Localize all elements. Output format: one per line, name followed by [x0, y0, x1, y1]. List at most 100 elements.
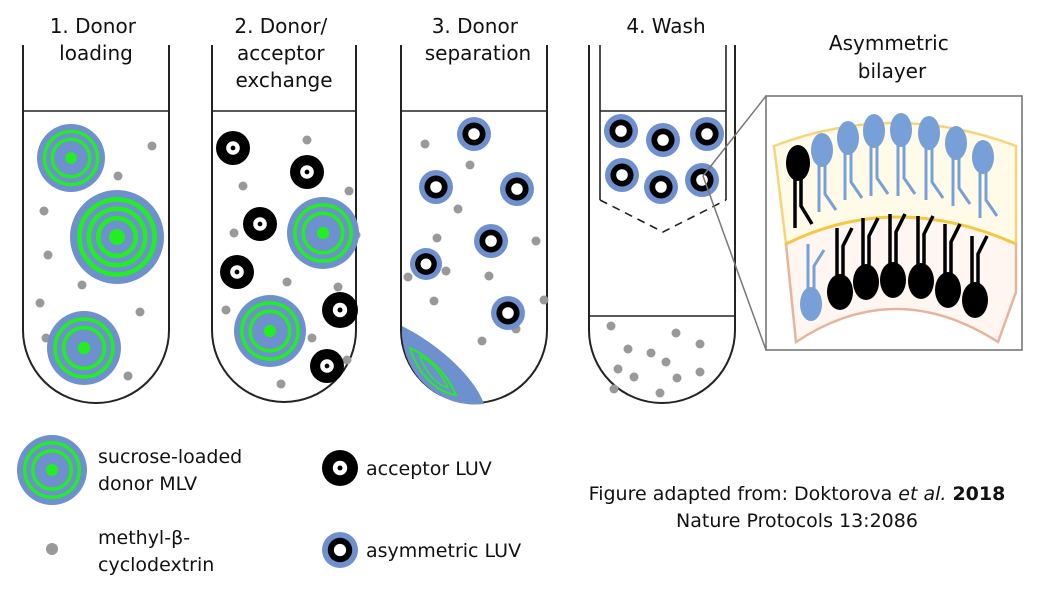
- citation-year: 2018: [952, 483, 1005, 505]
- mlv-lamella: [77, 197, 157, 277]
- mbcd-dot: [613, 364, 623, 374]
- asym-lumen: [430, 181, 442, 193]
- donor-mlv: [234, 295, 306, 367]
- mbcd-dot: [441, 266, 451, 276]
- donor-mlv: [70, 190, 164, 284]
- acceptor-luv: [220, 255, 254, 289]
- mbcd-dot: [123, 371, 133, 381]
- mbcd-dot: [484, 271, 494, 281]
- mlv-lamella: [293, 203, 353, 263]
- lipid-tail: [875, 146, 890, 195]
- asym-lumen: [502, 307, 514, 319]
- outer-leaflet-lipid: [945, 126, 972, 206]
- donor-mlv: [17, 435, 87, 505]
- mbcd-dot: [333, 282, 343, 292]
- mlv-lamella: [50, 137, 92, 179]
- zoom-line-top: [702, 95, 767, 177]
- legend: sucrose-loaded donor MLV methyl-β- cyclo…: [17, 435, 521, 576]
- step-3-title: 3. Donor separation: [425, 14, 531, 65]
- legend-donor-mlv-symbol: [17, 435, 87, 505]
- filter-membrane: [599, 199, 727, 233]
- lipid-head: [962, 282, 988, 318]
- mbcd-dot: [453, 204, 463, 214]
- mbcd-dot: [655, 388, 665, 398]
- citation-prefix: Figure adapted from: Doktorova: [589, 483, 899, 505]
- step-2-title: 2. Donor/ acceptor exchange: [234, 14, 333, 92]
- lipid-head: [880, 262, 906, 298]
- mbcd-dot: [531, 236, 541, 246]
- acceptor-luv: [322, 450, 358, 486]
- inner-leaflet-lipid: [880, 213, 907, 298]
- lipid-head: [837, 121, 859, 155]
- mbcd-dot: [539, 295, 549, 305]
- donor-mlv: [47, 311, 121, 385]
- mlv-lamella: [42, 129, 100, 187]
- outer-leaflet-lipid: [918, 116, 945, 200]
- mbcd-dot: [465, 160, 475, 170]
- asymmetric-luv: [604, 114, 638, 148]
- mbcd-dot: [344, 186, 354, 196]
- lipid-head: [935, 272, 961, 308]
- legend-acceptor-luv-label: acceptor LUV: [366, 458, 492, 480]
- lipid-head: [890, 113, 912, 147]
- asymmetric-luv: [644, 170, 678, 204]
- inner-leaflet-lipid: [908, 215, 935, 299]
- asymmetric-luv: [491, 296, 525, 330]
- step-4-title-line-1: 4. Wash: [626, 14, 705, 38]
- donor-pellet: [402, 326, 484, 405]
- lipid-head: [827, 274, 853, 310]
- lipid-head: [811, 133, 833, 167]
- lipid-tail: [957, 158, 972, 205]
- mlv-core: [263, 324, 277, 338]
- lipid-head: [945, 126, 967, 160]
- mbcd-dot: [629, 372, 639, 382]
- leaflet-boundary: [785, 215, 1017, 246]
- inner-leaflet-lipid: [853, 217, 880, 300]
- mbcd-dot: [147, 141, 157, 151]
- legend-asymmetric-luv-label: asymmetric LUV: [366, 540, 521, 562]
- mbcd-dot: [342, 355, 352, 365]
- lipids: [786, 113, 999, 321]
- asym-lumen: [701, 128, 713, 140]
- acceptor-center: [337, 465, 343, 471]
- legend-mbcd-line-2: cyclodextrin: [98, 554, 214, 576]
- mbcd-dot: [646, 348, 656, 358]
- asym-lumen: [511, 183, 523, 195]
- acceptor-luv: [322, 292, 358, 328]
- mbcd-dot: [661, 357, 671, 367]
- lipid-head: [853, 264, 879, 300]
- mbcd-dot: [229, 228, 239, 238]
- citation-journal: Nature Protocols 13:2086: [676, 510, 918, 532]
- outer-leaflet-lipid: [837, 121, 864, 200]
- lipid-tail: [984, 172, 999, 217]
- mbcd-dot: [276, 379, 286, 389]
- mbcd-dot: [35, 298, 45, 308]
- zoom-line-bottom: [702, 175, 767, 351]
- mlv-lamella: [248, 309, 292, 353]
- acceptor-center: [337, 307, 343, 313]
- legend-mbcd-symbol: [46, 543, 58, 555]
- mlv-core: [109, 229, 125, 245]
- acceptor-luv: [216, 131, 250, 165]
- mbcd-dot: [238, 181, 248, 191]
- outer-leaflet-lipid: [890, 113, 917, 196]
- tube-1: [22, 45, 170, 404]
- mlv-lamella: [31, 449, 73, 491]
- mbcd-dot: [477, 336, 487, 346]
- mlv-lamella: [86, 206, 148, 268]
- asym-lumen: [616, 169, 628, 181]
- acceptor-center: [234, 269, 240, 275]
- asym-lumen: [485, 235, 497, 247]
- acceptor-luv: [290, 155, 324, 189]
- lipid-head: [908, 263, 934, 299]
- asymmetric-luv: [322, 532, 358, 568]
- asymmetric-luv: [457, 117, 491, 151]
- mbcd-dot: [43, 250, 53, 260]
- asymmetric-luv: [419, 170, 453, 204]
- legend-asymmetric-luv-symbol: [322, 532, 358, 568]
- step-3-title-line-1: 3. Donor: [432, 14, 519, 38]
- mbcd-dot: [302, 135, 312, 145]
- lipid-head: [918, 116, 940, 150]
- mbcd-dot: [77, 280, 87, 290]
- legend-donor-mlv-line-1: sucrose-loaded: [98, 446, 242, 468]
